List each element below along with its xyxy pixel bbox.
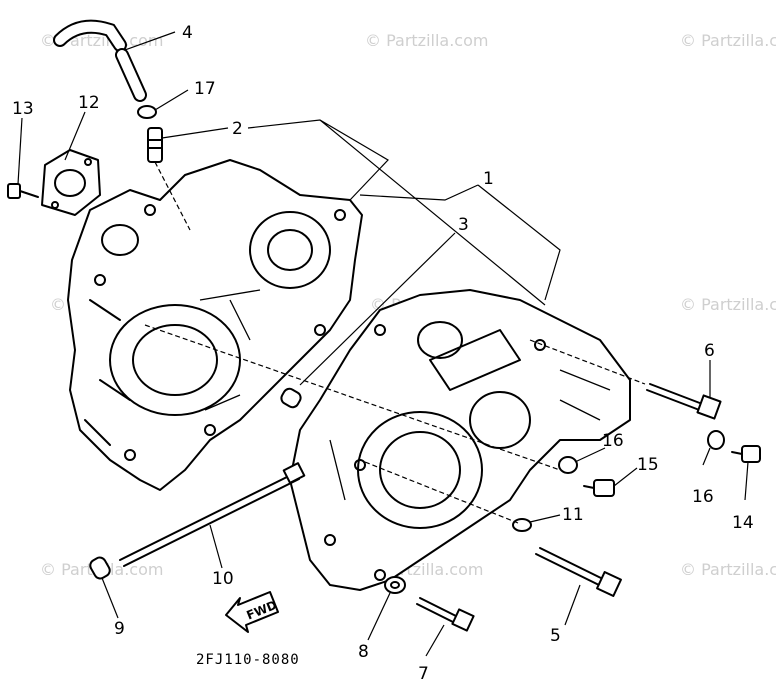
- breather-hose: [53, 19, 147, 102]
- callout-16-lower: 16: [692, 487, 714, 507]
- watermark-2: © Partzilla.com: [365, 31, 488, 50]
- leader-lines: [17, 31, 749, 657]
- bolt-5: [535, 547, 622, 597]
- assembly-lines: [144, 161, 646, 524]
- collar-9: [89, 556, 111, 580]
- watermark-3: © Partzilla.com: [680, 31, 776, 50]
- washer-16a: [558, 456, 578, 474]
- callout-14: 14: [732, 513, 754, 533]
- callout-3: 3: [458, 215, 469, 235]
- left-crankcase-half: [67, 159, 363, 491]
- callout-17: 17: [194, 79, 216, 99]
- long-bolt-10: [119, 462, 306, 567]
- callout-7: 7: [418, 664, 429, 684]
- watermark-6: © Partzilla.com: [680, 295, 776, 314]
- breather-fitting: [147, 127, 163, 163]
- callout-2: 2: [232, 119, 243, 139]
- plug-bolt-14: [731, 445, 761, 463]
- callout-labels: 4 17 2 1 3 12 13 6 16 15 16 14 11 10 9 5…: [12, 23, 754, 684]
- callout-12: 12: [78, 93, 100, 113]
- bolt-6: [646, 383, 722, 420]
- bolt-13: [7, 183, 39, 199]
- o-ring-11: [512, 518, 532, 532]
- washer-16b: [707, 430, 725, 450]
- fwd-direction-arrow: FWD: [225, 591, 279, 633]
- right-crankcase-half: [289, 289, 631, 591]
- diagram-code: 2FJ110-8080: [196, 652, 300, 668]
- callout-5: 5: [550, 626, 561, 646]
- plug-bolt-15: [583, 479, 615, 497]
- callout-9: 9: [114, 619, 125, 639]
- bolt-7: [416, 597, 475, 632]
- callout-16-upper: 16: [602, 431, 624, 451]
- gasket: [41, 149, 101, 216]
- watermark-9: © Partzilla.com: [680, 560, 776, 579]
- callout-1: 1: [483, 169, 494, 189]
- callout-6: 6: [704, 341, 715, 361]
- dowel-pin-3: [280, 387, 302, 409]
- callout-11: 11: [562, 505, 584, 525]
- callout-8: 8: [358, 642, 369, 662]
- washer-8: [384, 576, 406, 594]
- callout-13: 13: [12, 99, 34, 119]
- callout-10: 10: [212, 569, 234, 589]
- hose-clip: [137, 105, 157, 119]
- callout-15: 15: [637, 455, 659, 475]
- callout-4: 4: [182, 23, 193, 43]
